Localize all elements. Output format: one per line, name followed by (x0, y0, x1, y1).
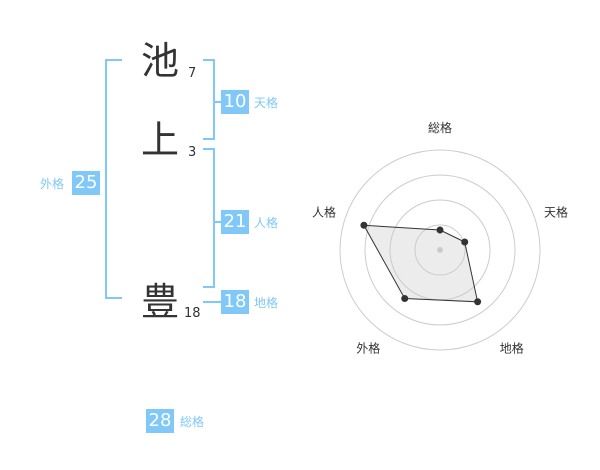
jinkaku-label: 人格 (254, 216, 279, 230)
radar-point-1 (436, 226, 444, 234)
soukaku-value-badge: 28 (146, 409, 174, 433)
soukaku-label: 総格 (180, 415, 205, 429)
tenkaku-bracket-vertical (213, 59, 215, 140)
radar-center-dot (437, 247, 443, 253)
tenkaku-bracket-bottom (203, 138, 215, 140)
gaikaku-label: 外格 (40, 177, 65, 191)
radar-data-points (360, 221, 482, 306)
radar-point-4 (401, 295, 409, 303)
chikaku-connector (203, 301, 221, 303)
jinkaku-bracket-vertical (213, 148, 215, 288)
name-char-2: 上 (141, 118, 180, 162)
radar-data-polygon (363, 224, 479, 303)
radar-axis-label-1: 総格 (428, 120, 452, 135)
chikaku-value-badge: 18 (221, 290, 249, 314)
radar-point-3 (474, 298, 482, 306)
tenkaku-bracket-top (203, 59, 215, 61)
outer-bracket-top (105, 59, 122, 61)
jinkaku-bracket-bottom (203, 286, 215, 288)
name-char-1-strokes: 7 (188, 66, 197, 81)
outer-bracket-bottom (105, 297, 122, 299)
radar-axis-label-4: 外格 (356, 341, 380, 356)
chikaku-label: 地格 (254, 296, 279, 310)
gaikaku-value-badge: 25 (72, 171, 100, 195)
radar-axis-label-3: 地格 (500, 341, 524, 356)
tenkaku-value-badge: 10 (221, 90, 249, 114)
radar-point-2 (461, 238, 469, 246)
radar-ring (339, 149, 541, 351)
name-char-2-strokes: 3 (188, 145, 197, 160)
outer-bracket-vertical (105, 59, 107, 299)
tenkaku-label: 天格 (254, 96, 279, 110)
radar-axis-label-2: 天格 (544, 204, 568, 219)
radar-ring (364, 174, 516, 326)
jinkaku-value-badge: 21 (221, 210, 249, 234)
name-char-3: 豊 (141, 280, 180, 324)
radar-axis-label-5: 人格 (312, 204, 336, 219)
radar-ring (414, 224, 466, 276)
name-char-1: 池 (141, 39, 180, 83)
tenkaku-connector (213, 101, 221, 103)
radar-point-5 (360, 221, 368, 229)
jinkaku-bracket-top (203, 148, 215, 150)
jinkaku-connector (213, 221, 221, 223)
name-char-3-strokes: 18 (184, 306, 201, 321)
